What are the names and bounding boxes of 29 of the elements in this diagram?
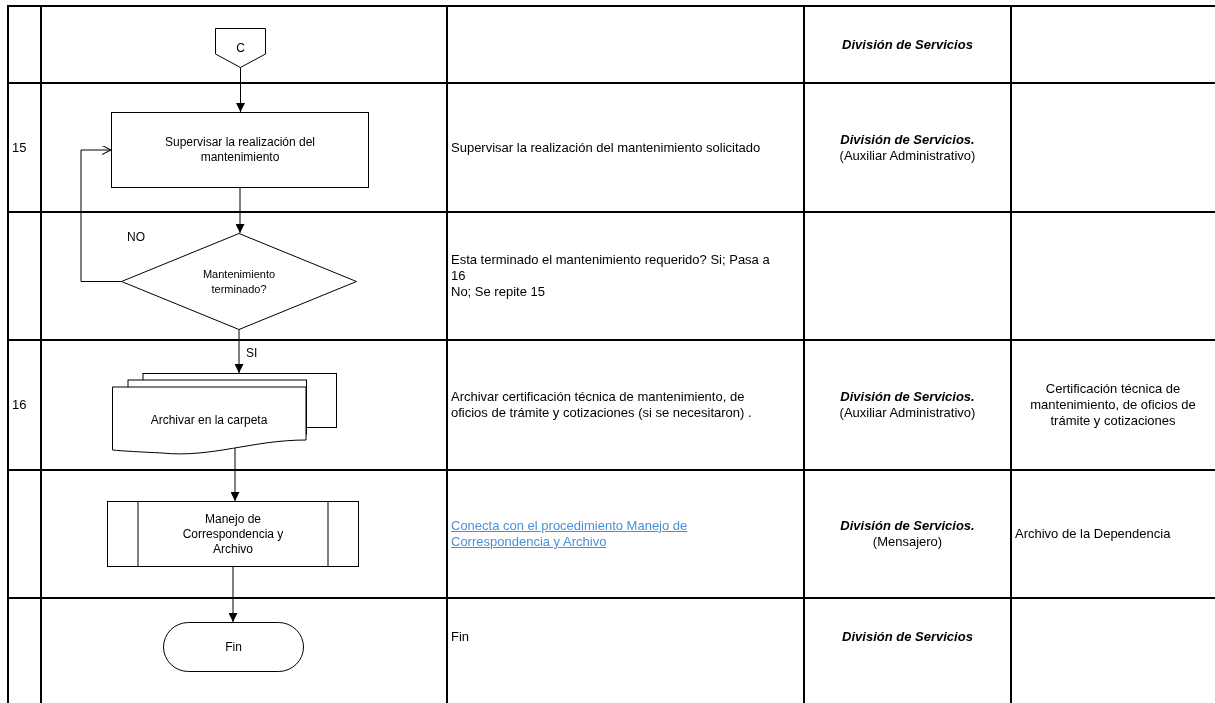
document-note: Archivo de la Dependencia <box>1015 526 1172 542</box>
responsible-unit: División de Servicios <box>841 36 974 53</box>
arrow <box>236 67 245 113</box>
terminal-box: Fin <box>163 622 304 672</box>
edge-label: NO <box>127 230 145 244</box>
arrow <box>235 187 245 234</box>
arrow <box>228 566 238 623</box>
responsible-unit: División de Servicios. <box>839 131 976 148</box>
activity-description: Fin <box>451 628 471 645</box>
role-note: (Mensajero) <box>871 534 944 550</box>
activity-description: Supervisar la realización del mantenimiento solicitado <box>451 139 762 156</box>
role-note: (Auxiliar Administrativo) <box>838 147 977 164</box>
activity-description: Archivar certificación técnica de mantenimiento, de oficios de trámite y cotizaciones (si se necesitaron) . <box>451 389 753 421</box>
activity-description: No; Se repite 15 <box>451 284 546 300</box>
arrow <box>234 329 244 374</box>
activity-description: Esta terminado el mantenimiento requerido? Si; Pasa a 16 <box>451 252 771 284</box>
role-note: (Auxiliar Administrativo) <box>838 405 977 421</box>
process-box: Supervisar la realización del mantenimiento <box>111 112 369 188</box>
responsible-unit: División de Servicios <box>841 628 974 645</box>
step-number: 15 <box>12 139 28 156</box>
offpage-connector: C <box>215 28 266 68</box>
procedure-link: Conecta con el procedimiento Manejo de Correspondencia y Archivo <box>451 518 689 550</box>
document-note: Certificación técnica de mantenimiento, de oficios de trámite y cotizaciones <box>1029 381 1197 429</box>
responsible-unit: División de Servicios. <box>839 389 976 405</box>
step-number: 16 <box>12 397 28 413</box>
arrow <box>80 144 122 282</box>
predefined-process-box: Manejo de Correspondencia y Archivo <box>107 501 359 567</box>
responsible-unit: División de Servicios. <box>839 518 976 534</box>
edge-label: SI <box>246 346 258 360</box>
